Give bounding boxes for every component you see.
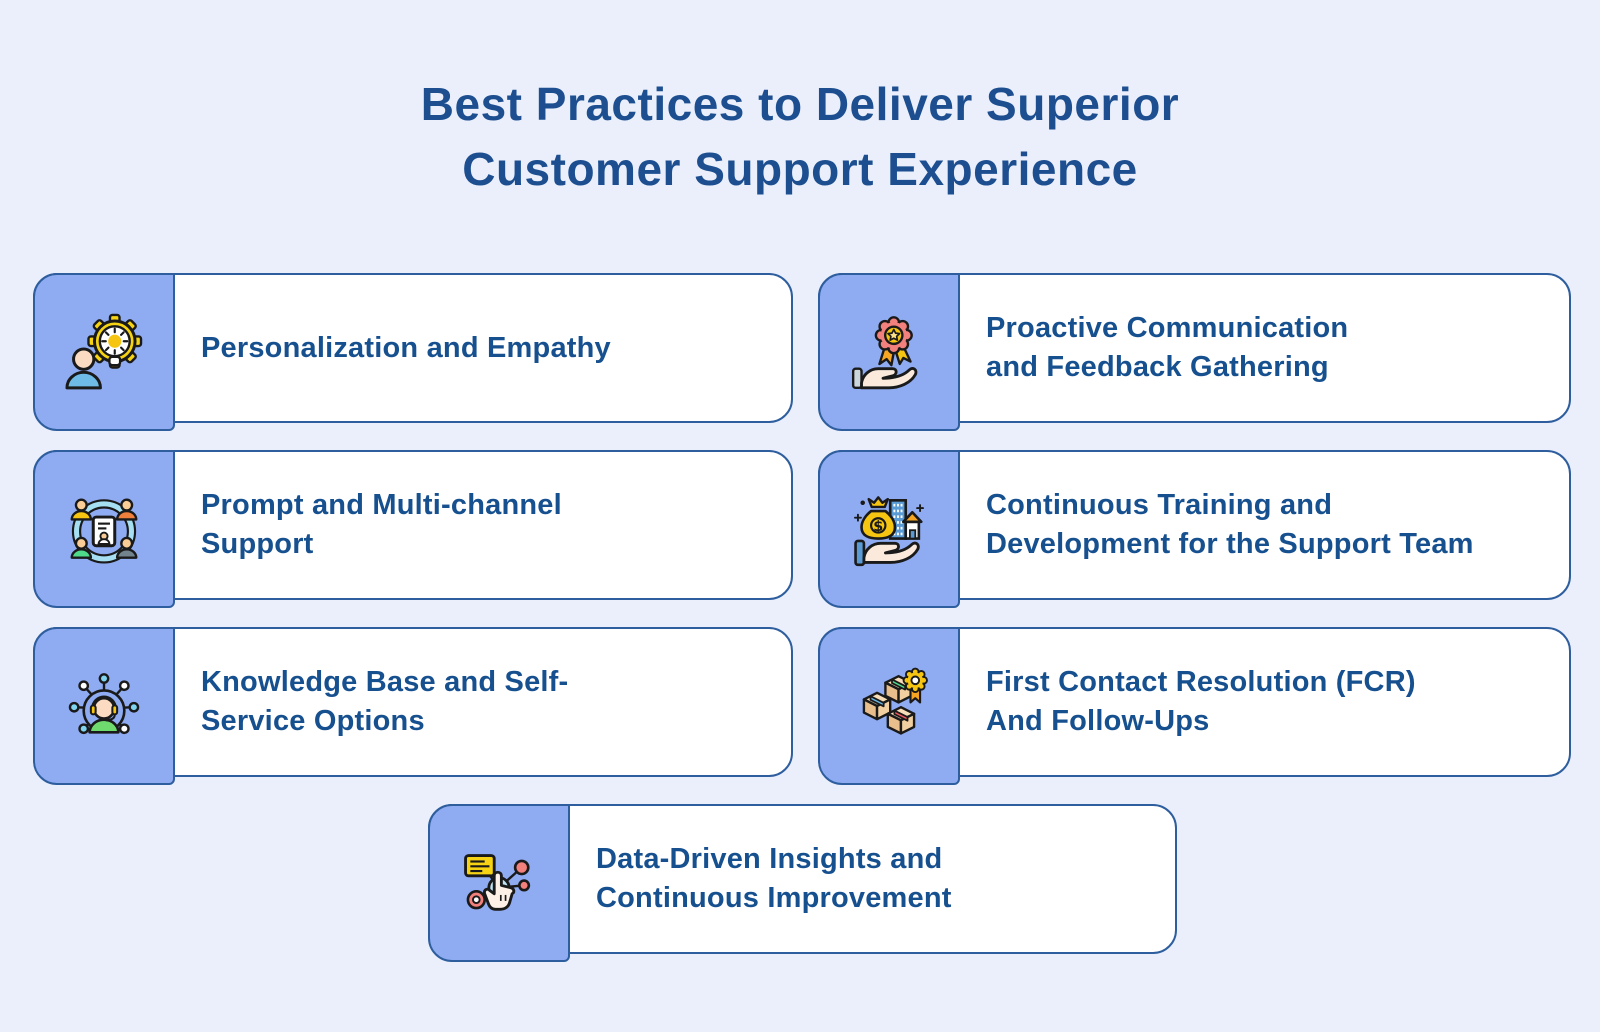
- data-click-icon: [464, 854, 531, 911]
- card-icon-panel: [818, 273, 960, 431]
- award-in-hand-icon: [851, 316, 918, 390]
- investment-in-hand-icon: $: [854, 496, 924, 567]
- card-data-driven-insights: Data-Driven Insights and Continuous Impr…: [428, 804, 1177, 962]
- card-label: Prompt and Multi-channel Support: [201, 489, 562, 560]
- card-icon-panel: [33, 273, 175, 431]
- card-icon-panel: $: [818, 450, 960, 608]
- page-title: Best Practices to Deliver Superior Custo…: [0, 72, 1600, 203]
- card-label: Data-Driven Insights and Continuous Impr…: [596, 843, 952, 914]
- card-continuous-training: $ Continuous Training and Development fo…: [818, 450, 1571, 608]
- card-icon-panel: [33, 450, 175, 608]
- page-title-line1: Best Practices to Deliver Superior: [420, 78, 1180, 130]
- page-title-line2: Customer Support Experience: [462, 143, 1138, 196]
- card-icon-panel: [818, 627, 960, 785]
- card-label: Personalization and Empathy: [201, 331, 611, 364]
- card-label: Proactive Communication and Feedback Gat…: [986, 312, 1349, 383]
- card-knowledge-base: Knowledge Base and Self- Service Options: [33, 627, 793, 785]
- person-idea-icon: [65, 313, 143, 390]
- card-first-contact-resolution: First Contact Resolution (FCR) And Follo…: [818, 627, 1571, 785]
- support-agent-network-icon: [68, 673, 140, 735]
- card-icon-panel: [33, 627, 175, 785]
- card-icon-panel: [428, 804, 570, 962]
- boxes-award-icon: [862, 667, 928, 735]
- card-proactive-communication: Proactive Communication and Feedback Gat…: [818, 273, 1571, 431]
- card-label: Knowledge Base and Self- Service Options: [201, 666, 569, 737]
- card-label: First Contact Resolution (FCR) And Follo…: [986, 666, 1416, 737]
- svg-text:$: $: [873, 519, 883, 535]
- card-personalization-and-empathy: Personalization and Empathy: [33, 273, 793, 431]
- card-label: Continuous Training and Development for …: [986, 489, 1474, 560]
- team-circle-icon: [70, 498, 138, 564]
- card-prompt-multichannel-support: Prompt and Multi-channel Support: [33, 450, 793, 608]
